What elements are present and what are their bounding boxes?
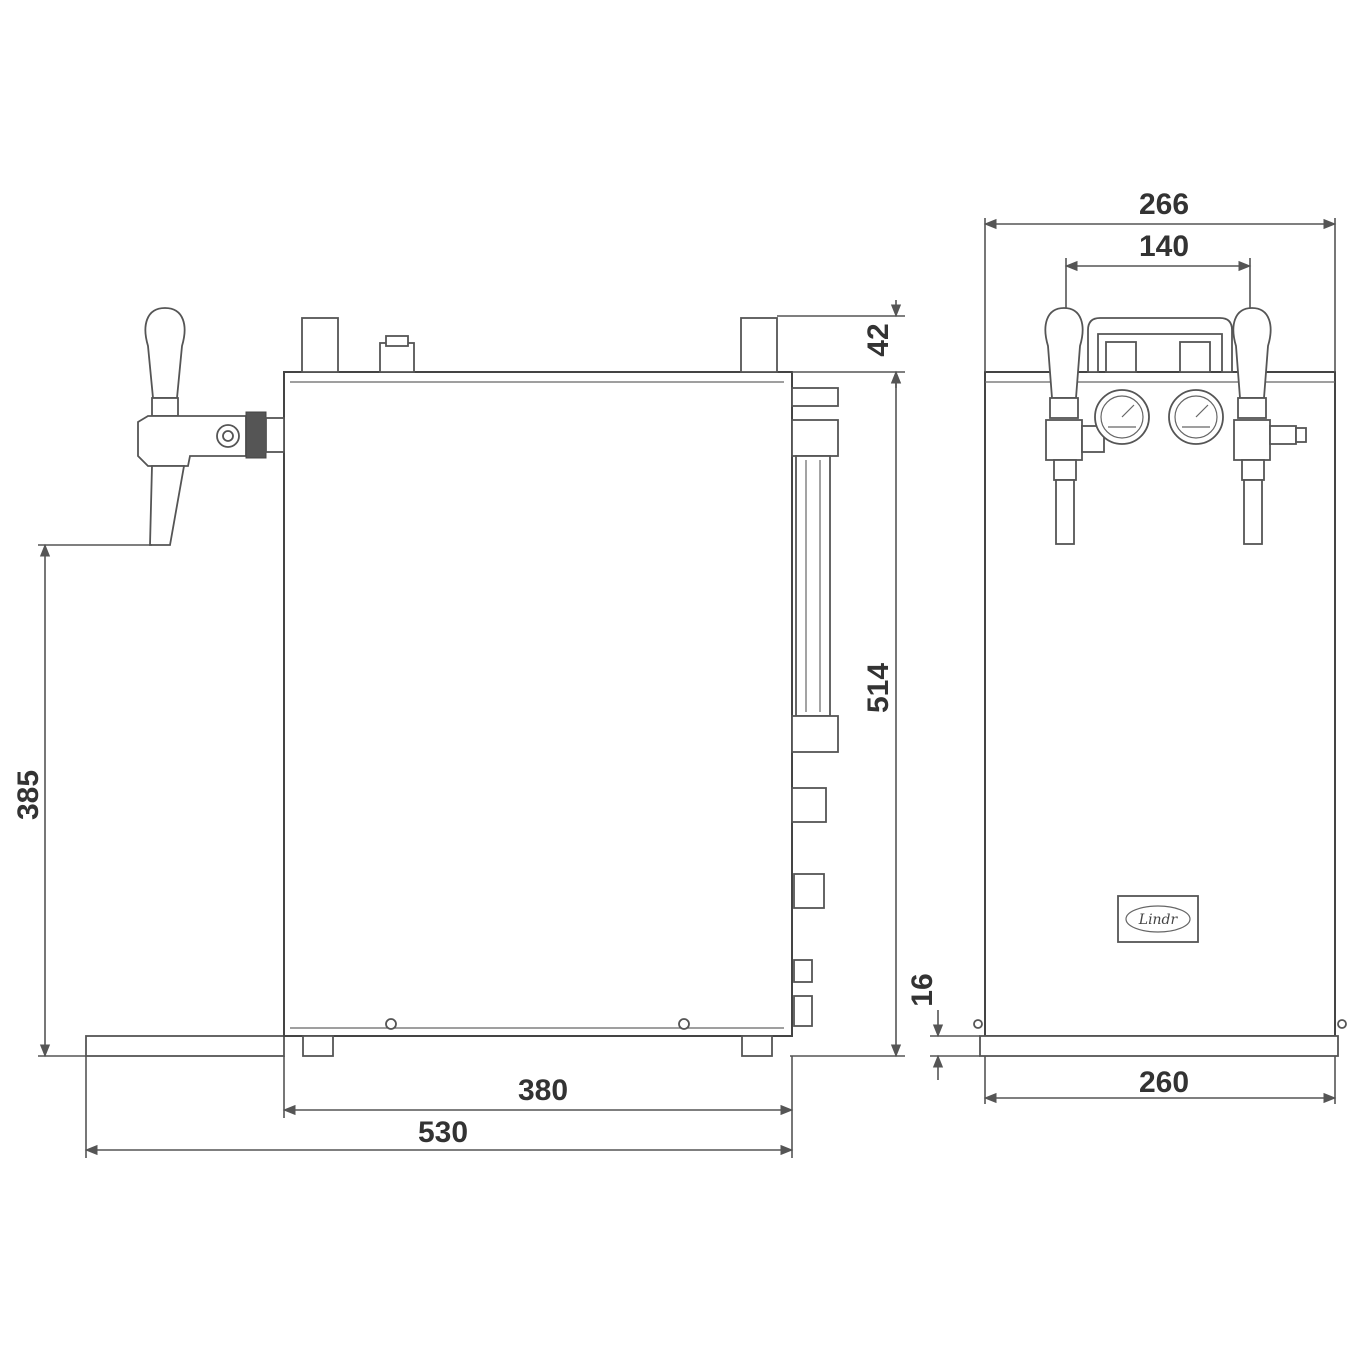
side-top-tube-right <box>740 317 778 373</box>
dim-body-width: 260 <box>1139 1066 1189 1099</box>
side-screw-right <box>678 1018 690 1030</box>
dim-total-width: 266 <box>1139 188 1189 221</box>
dim-top-part-height: 42 <box>862 323 895 356</box>
side-dimensions: 42 514 385 380 530 <box>12 300 905 1158</box>
side-top-nozzle <box>379 342 415 373</box>
drip-tray <box>85 1035 285 1057</box>
dim-tap-spacing: 140 <box>1139 230 1189 263</box>
tap-spout <box>149 465 186 546</box>
tap-nut <box>245 411 267 459</box>
dim-foot-height: 16 <box>906 973 939 1006</box>
side-body <box>283 371 793 1037</box>
dim-total-depth: 530 <box>418 1116 468 1149</box>
side-top-tube-left <box>301 317 339 373</box>
brand-logo-text: Lindr <box>1138 912 1179 928</box>
side-screw-left <box>385 1018 397 1030</box>
side-foot-right <box>741 1035 773 1057</box>
side-view <box>85 307 839 1057</box>
side-foot-left <box>302 1035 334 1057</box>
front-tap-right <box>1232 307 1307 545</box>
front-view: Lindr <box>973 307 1347 1057</box>
front-foot-strip <box>979 1035 1339 1057</box>
tap-handle <box>144 307 186 399</box>
dim-tap-height: 385 <box>12 770 45 820</box>
front-tap-left <box>1044 307 1105 545</box>
carry-handle <box>1087 317 1233 373</box>
pressure-gauge-left <box>1094 389 1150 445</box>
pressure-gauge-right <box>1168 389 1224 445</box>
front-dimensions: 266 140 16 260 <box>906 188 1337 1104</box>
brand-logo: Lindr <box>1117 895 1199 943</box>
dim-body-depth: 380 <box>518 1074 568 1107</box>
dim-total-height: 514 <box>862 663 895 713</box>
back-panel <box>791 387 839 1027</box>
